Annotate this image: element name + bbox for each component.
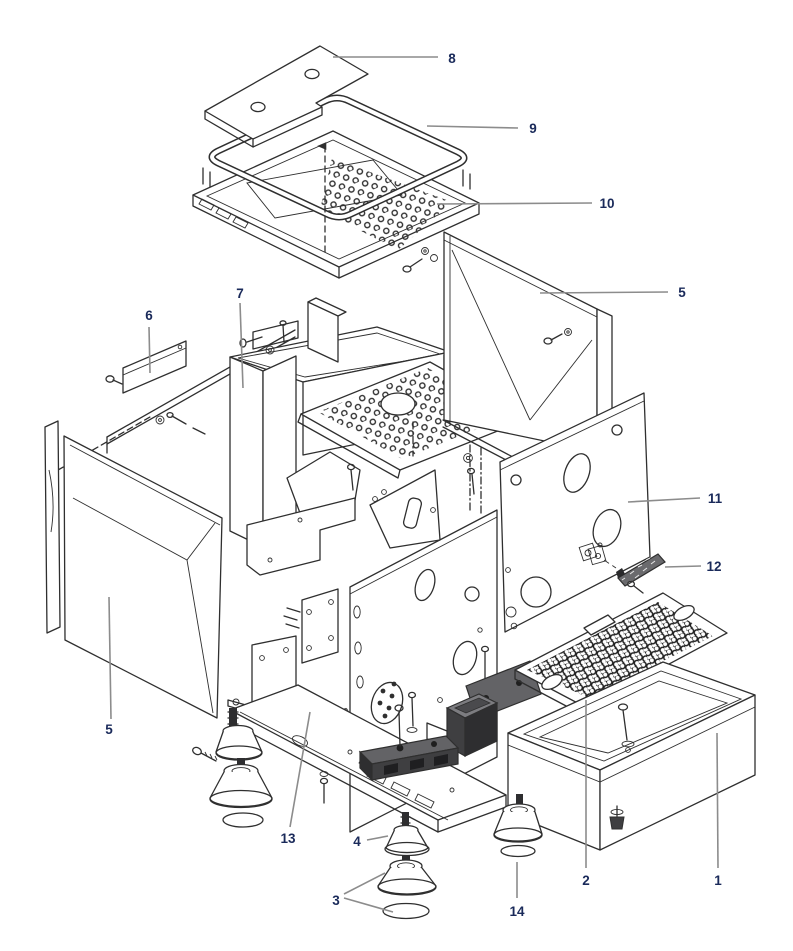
leader-lines	[108, 56, 719, 913]
part-10-perforated-frame	[192, 130, 480, 279]
callout-11: 11	[708, 491, 723, 506]
leader-5-left	[108, 596, 112, 720]
callout-13: 13	[280, 831, 296, 846]
part-3-foot	[377, 856, 437, 920]
inner-bracket-screws	[239, 320, 299, 355]
leader-6	[148, 326, 151, 374]
top-screws	[402, 247, 438, 273]
part-4-foot	[384, 812, 430, 857]
foot-upper-left	[215, 708, 263, 761]
callout-10: 10	[599, 196, 614, 211]
callout-4: 4	[353, 834, 361, 849]
leader-10	[436, 202, 593, 205]
leader-3	[343, 872, 394, 913]
part-12-vent-grip	[587, 544, 666, 594]
leader-4	[366, 835, 389, 841]
callout-3: 3	[332, 893, 340, 908]
part-8-top-lid	[204, 45, 369, 148]
leader-9	[426, 125, 519, 129]
leader-7	[239, 302, 244, 389]
part-9-rail-frame	[202, 94, 471, 221]
leader-11	[627, 497, 701, 503]
callout-12: 12	[706, 559, 721, 574]
foot-lower-left	[209, 758, 273, 828]
callout-14: 14	[509, 904, 525, 919]
callout-2: 2	[582, 873, 590, 888]
leader-12	[664, 565, 702, 568]
callout-6: 6	[145, 308, 153, 323]
callout-5-left: 5	[105, 722, 113, 737]
callout-8: 8	[448, 51, 456, 66]
tray-foot-nut	[609, 805, 625, 830]
inner-divider-plate	[307, 297, 347, 363]
callout-1: 1	[714, 873, 722, 888]
o-ring-left	[222, 812, 264, 828]
callout-9: 9	[529, 121, 537, 136]
leader-13	[289, 711, 311, 828]
foot-right	[493, 794, 543, 858]
screw-left-diagonal	[192, 746, 218, 762]
leader-1	[716, 732, 719, 869]
dark-flat-tray	[358, 735, 460, 782]
callout-7: 7	[236, 286, 244, 301]
part-5-left-panel	[63, 435, 223, 719]
left-back-strip	[44, 420, 61, 634]
o-ring-right	[500, 844, 536, 858]
leader-5-right	[539, 291, 669, 294]
part-7-column	[229, 355, 297, 548]
tray-screw	[617, 703, 635, 753]
dotted-grille	[370, 681, 404, 725]
part-6-mounting-plate	[105, 340, 187, 394]
callout-5-right: 5	[678, 285, 686, 300]
interior-brackets	[227, 419, 566, 723]
callout-labels: 8 9 10 5 6 7 11 12 5 13 4 3 14 2 1	[105, 51, 722, 919]
part-2-grate	[514, 592, 728, 718]
o-ring-center	[382, 902, 430, 920]
